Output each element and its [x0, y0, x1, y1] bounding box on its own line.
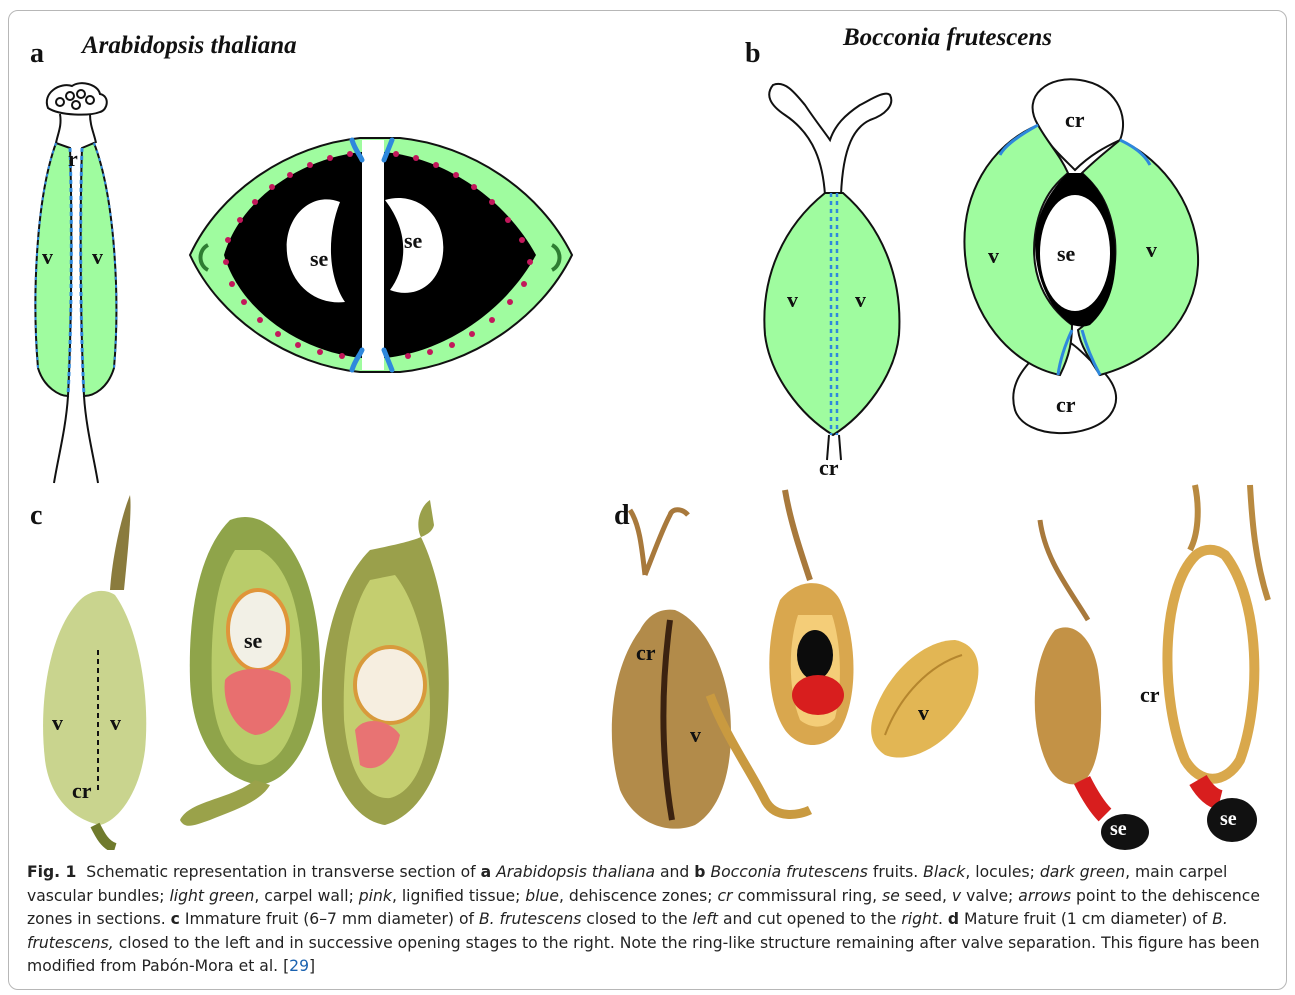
label-se-1: se — [1110, 818, 1127, 840]
caption-fig-label: Fig. 1 — [27, 863, 76, 881]
species-title-arabidopsis: Arabidopsis thaliana — [82, 32, 297, 60]
caption-term: v — [952, 887, 961, 905]
label-cr-bottom: cr — [819, 455, 839, 480]
immature-fruit-photos: v v cr se — [20, 480, 490, 850]
caption-panel-b: b — [694, 863, 705, 881]
commissural-ring-photo — [1167, 550, 1254, 779]
caption-text: Schematic representation in transverse s… — [86, 863, 480, 881]
ring-fruit-partial — [1035, 627, 1101, 784]
caption-text: , carpel wall; — [254, 887, 358, 905]
caption-panel-c: c — [171, 910, 180, 928]
caption-text: , lignified tissue; — [392, 887, 525, 905]
caption-text: Immature fruit (6–7 mm diameter) of — [180, 910, 479, 928]
reference-link[interactable]: 29 — [289, 957, 309, 975]
caption-term: arrows — [1018, 887, 1071, 905]
caption-term: se — [882, 887, 900, 905]
label-v2-left: v — [988, 243, 999, 268]
label-v-left: v — [42, 244, 53, 269]
bocconia-longitudinal-diagram: v v cr — [745, 75, 925, 480]
label-se-right: se — [404, 228, 423, 253]
caption-text: . — [938, 910, 948, 928]
mature-fruit-photos: cr v v se se cr — [600, 480, 1290, 850]
label-r: r — [68, 146, 78, 171]
caption-text: closed to the left and in successive ope… — [27, 934, 1260, 976]
caption-text: Mature fruit (1 cm diameter) of — [959, 910, 1212, 928]
valve-right — [81, 143, 117, 396]
label-v-left: v — [52, 710, 63, 735]
caption-term: right — [901, 910, 938, 928]
caption-text: and cut opened to the — [718, 910, 901, 928]
caption-text: and — [655, 863, 694, 881]
caption-species: Arabidopsis thaliana — [496, 863, 655, 881]
arabidopsis-silique-diagram: r v v — [20, 78, 150, 488]
arabidopsis-cross-section: se se — [180, 130, 580, 390]
label-cr: cr — [72, 778, 92, 803]
label-se-b: se — [1057, 241, 1076, 266]
caption-species: Bocconia frutescens — [710, 863, 867, 881]
caption-text: seed, — [900, 887, 952, 905]
label-v-right: v — [110, 710, 121, 735]
species-title-bocconia: Bocconia frutescens — [843, 24, 1052, 52]
label-cr-top: cr — [1065, 107, 1085, 132]
panel-label-a: a — [30, 38, 44, 70]
caption-species: B. frutescens — [479, 910, 581, 928]
label-v-left: v — [787, 287, 798, 312]
label-v-right: v — [855, 287, 866, 312]
caption-term: light green — [169, 887, 254, 905]
label-se-left: se — [310, 246, 329, 271]
label-v-1: v — [690, 722, 701, 747]
caption-term: cr — [717, 887, 732, 905]
caption-panel-d: d — [948, 910, 959, 928]
caption-text: , locules; — [965, 863, 1040, 881]
label-cr-1: cr — [636, 640, 656, 665]
figure-caption: Fig. 1 Schematic representation in trans… — [27, 861, 1277, 979]
caption-panel-a: a — [481, 863, 492, 881]
label-v-2: v — [918, 700, 929, 725]
stigma-drawing — [47, 83, 107, 114]
caption-term: dark green — [1040, 863, 1125, 881]
caption-term: blue — [525, 887, 559, 905]
caption-term: Black — [923, 863, 965, 881]
panel-label-b: b — [745, 38, 761, 70]
detached-valve — [871, 640, 978, 758]
valve-left — [35, 143, 71, 396]
closed-immature-fruit — [43, 591, 146, 825]
bocconia-cross-section: cr cr v v se — [950, 75, 1220, 445]
caption-text: closed to the — [581, 910, 692, 928]
caption-text: commissural ring, — [732, 887, 882, 905]
label-se: se — [244, 628, 263, 653]
caption-text: , dehiscence zones; — [559, 887, 717, 905]
label-cr-2: cr — [1140, 682, 1160, 707]
label-cr-bottom2: cr — [1056, 392, 1076, 417]
label-v-right: v — [92, 244, 103, 269]
caption-text: ] — [309, 957, 315, 975]
caption-term: pink — [359, 887, 392, 905]
label-se-2: se — [1220, 808, 1237, 830]
label-v2-right: v — [1146, 237, 1157, 262]
caption-text: valve; — [961, 887, 1018, 905]
caption-text: fruits. — [868, 863, 923, 881]
caption-term: left — [692, 910, 718, 928]
